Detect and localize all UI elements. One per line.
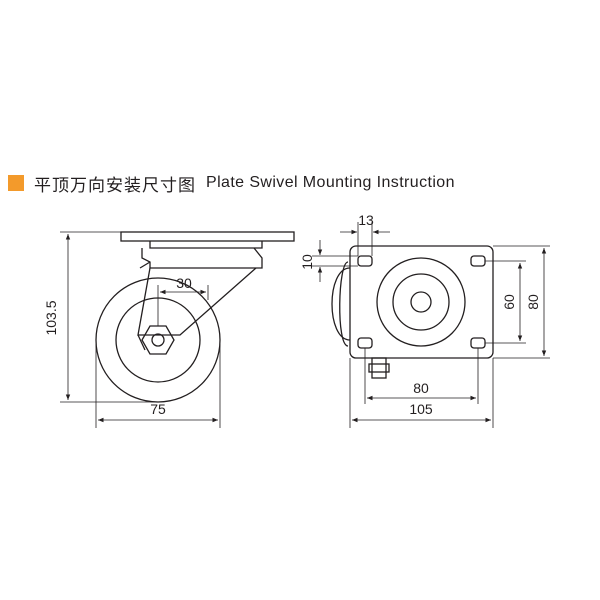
fork-leg bbox=[137, 267, 257, 336]
title-english: Plate Swivel Mounting Instruction bbox=[206, 174, 455, 191]
dim-plate-width-label: 105 bbox=[409, 401, 433, 417]
bearing-outer bbox=[376, 257, 466, 347]
dim-hole-label: 13 bbox=[358, 212, 374, 228]
bearing-center bbox=[410, 291, 432, 313]
dim-offset-label: 30 bbox=[176, 275, 192, 291]
dim-hole-spacing-v-label: 60 bbox=[501, 294, 517, 310]
top-plate bbox=[120, 231, 295, 242]
bearing-inner bbox=[392, 273, 450, 331]
title-chinese: 平顶万向安装尺寸图 bbox=[34, 175, 196, 196]
axle-nut bbox=[141, 325, 175, 355]
mounting-plate bbox=[349, 245, 494, 359]
side-view-dimensions bbox=[60, 231, 221, 428]
dim-edge-label: 10 bbox=[299, 254, 315, 270]
dim-hole-spacing-h-label: 80 bbox=[413, 380, 429, 396]
mount-hole-tl bbox=[357, 255, 373, 267]
dim-width-label: 75 bbox=[150, 401, 166, 417]
section-header: 平顶万向安装尺寸图 Plate Swivel Mounting Instruct… bbox=[8, 170, 455, 196]
mount-hole-bl bbox=[357, 337, 373, 349]
top-view-dimensions bbox=[312, 222, 550, 428]
mount-hole-tr bbox=[470, 255, 486, 267]
dim-plate-length-label: 80 bbox=[525, 294, 541, 310]
axle-nut-top bbox=[371, 357, 387, 379]
dim-height-label: 103.5 bbox=[43, 300, 59, 335]
swivel-bearing bbox=[149, 241, 263, 249]
side-view-caster bbox=[95, 231, 295, 403]
mount-hole-br bbox=[470, 337, 486, 349]
orange-square-marker bbox=[8, 175, 24, 191]
fork-bracket bbox=[141, 247, 263, 269]
axle-bolt bbox=[151, 333, 165, 347]
